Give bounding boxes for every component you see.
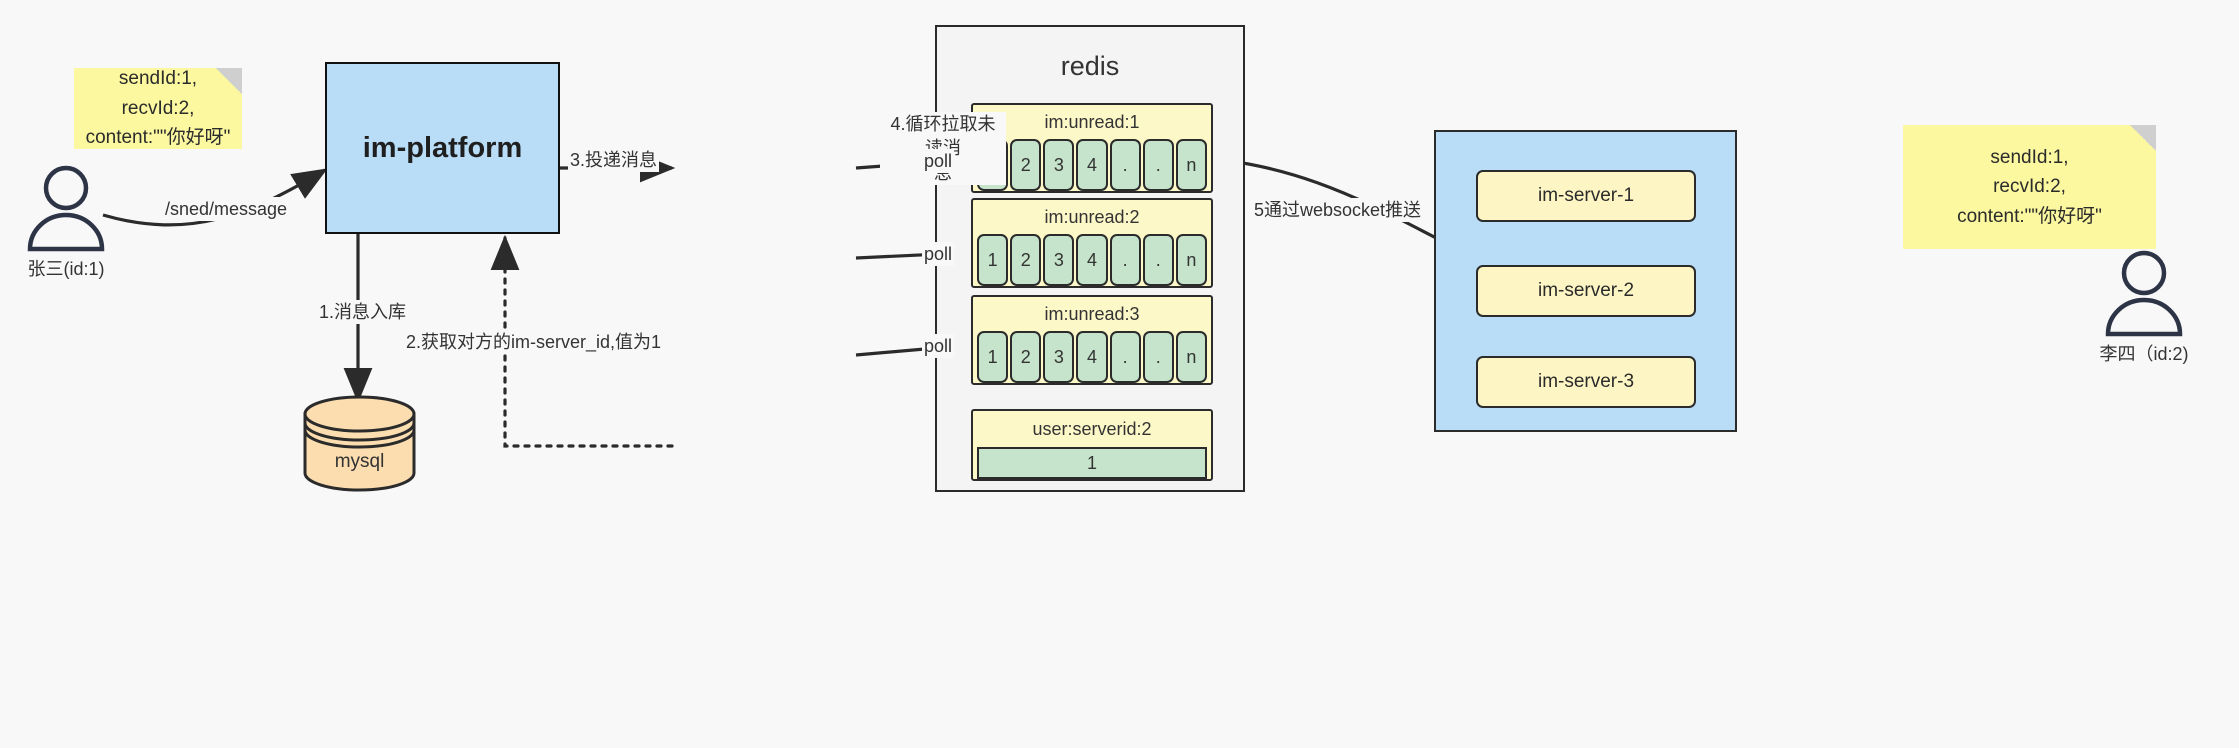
- queue-cell: 4: [1076, 234, 1108, 286]
- queue-cell: 1: [977, 234, 1009, 286]
- note-sender-text: sendId:1, recvId:2, content:""你好呀": [85, 68, 231, 149]
- redis-queue-3-key: im:unread:3: [1044, 303, 1140, 324]
- redis-user-serverid[interactable]: user:serverid:2 1: [971, 409, 1213, 481]
- queue-cell: .: [1109, 234, 1141, 286]
- edge-label-step4: 4.循环拉取未读消 息: [880, 112, 1006, 185]
- node-im-server-1[interactable]: im-server-1: [1476, 170, 1696, 222]
- queue-cell: 4: [1076, 331, 1108, 383]
- queue-cell: n: [1175, 331, 1207, 383]
- note-fold-icon: [216, 68, 242, 94]
- node-mysql-label: mysql: [335, 451, 385, 472]
- redis-queue-1-key: im:unread:1: [1044, 111, 1140, 132]
- edge-label-step1: 1.消息入库: [317, 300, 409, 325]
- node-im-server-2-label: im-server-2: [1537, 280, 1635, 301]
- redis-queue-3[interactable]: im:unread:3 1 2 3 4 . . n: [971, 295, 1213, 385]
- queue-cell: 3: [1043, 234, 1075, 286]
- edge-label-send-message: /sned/message: [163, 197, 290, 222]
- edge-label-poll-1: poll: [922, 149, 955, 174]
- queue-cell: .: [1142, 331, 1174, 383]
- node-im-server-1-label: im-server-1: [1537, 185, 1635, 206]
- edge-label-poll-2: poll: [922, 242, 955, 267]
- redis-queue-2[interactable]: im:unread:2 1 2 3 4 . . n: [971, 198, 1213, 288]
- node-im-platform[interactable]: im-platform: [325, 62, 560, 234]
- queue-cell: .: [1142, 139, 1174, 191]
- node-im-server-3[interactable]: im-server-3: [1476, 356, 1696, 408]
- queue-cell: 2: [1010, 331, 1042, 383]
- queue-cell: n: [1175, 234, 1207, 286]
- user-icon: [27, 165, 105, 252]
- queue-cell: n: [1175, 139, 1207, 191]
- node-mysql[interactable]: mysql: [303, 395, 416, 492]
- queue-cell: .: [1109, 331, 1141, 383]
- container-im-server-cluster: im-server-1 im-server-2 im-server-3: [1434, 130, 1737, 432]
- note-receiver-text: sendId:1, recvId:2, content:""你好呀": [1957, 146, 2102, 227]
- actor-receiver[interactable]: [2100, 250, 2188, 337]
- actor-sender-label: 张三(id:1): [27, 259, 105, 279]
- node-im-server-3-label: im-server-3: [1537, 371, 1635, 392]
- redis-user-serverid-value: 1: [977, 447, 1207, 479]
- redis-queue-1-cells: 1 2 3 4 . . n: [977, 139, 1207, 191]
- queue-cell: 1: [977, 331, 1009, 383]
- redis-queue-2-cells: 1 2 3 4 . . n: [977, 234, 1207, 286]
- container-redis: redis im:unread:1 1 2 3 4 . . n im:unrea…: [935, 25, 1245, 492]
- queue-cell: 2: [1010, 139, 1042, 191]
- queue-cell: 3: [1043, 139, 1075, 191]
- actor-sender[interactable]: [22, 165, 110, 252]
- node-im-platform-label: im-platform: [362, 131, 523, 164]
- note-fold-icon: [2130, 125, 2156, 151]
- edge-serverid-to-platform: [490, 234, 674, 448]
- queue-cell: .: [1109, 139, 1141, 191]
- redis-user-serverid-key: user:serverid:2: [1032, 418, 1152, 439]
- edge-label-poll-3: poll: [922, 334, 955, 359]
- redis-queue-2-key: im:unread:2: [1044, 206, 1140, 227]
- edge-label-step3: 3.投递消息: [568, 148, 660, 173]
- queue-cell: .: [1142, 234, 1174, 286]
- database-cylinder-icon: mysql: [303, 395, 416, 492]
- edge-label-step2: 2.获取对方的im-server_id,值为1: [404, 330, 664, 355]
- note-receiver-payload: sendId:1, recvId:2, content:""你好呀": [1903, 125, 2156, 249]
- actor-receiver-label: 李四（id:2): [2099, 344, 2189, 364]
- note-sender-payload: sendId:1, recvId:2, content:""你好呀": [74, 68, 242, 149]
- queue-cell: 4: [1076, 139, 1108, 191]
- node-im-server-2[interactable]: im-server-2: [1476, 265, 1696, 317]
- user-icon: [2105, 250, 2183, 337]
- redis-queue-3-cells: 1 2 3 4 . . n: [977, 331, 1207, 383]
- container-redis-title: redis: [1060, 51, 1120, 81]
- queue-cell: 2: [1010, 234, 1042, 286]
- redis-queue-1[interactable]: im:unread:1 1 2 3 4 . . n: [971, 103, 1213, 193]
- queue-cell: 3: [1043, 331, 1075, 383]
- edge-label-step5: 5通过websocket推送: [1252, 198, 1424, 223]
